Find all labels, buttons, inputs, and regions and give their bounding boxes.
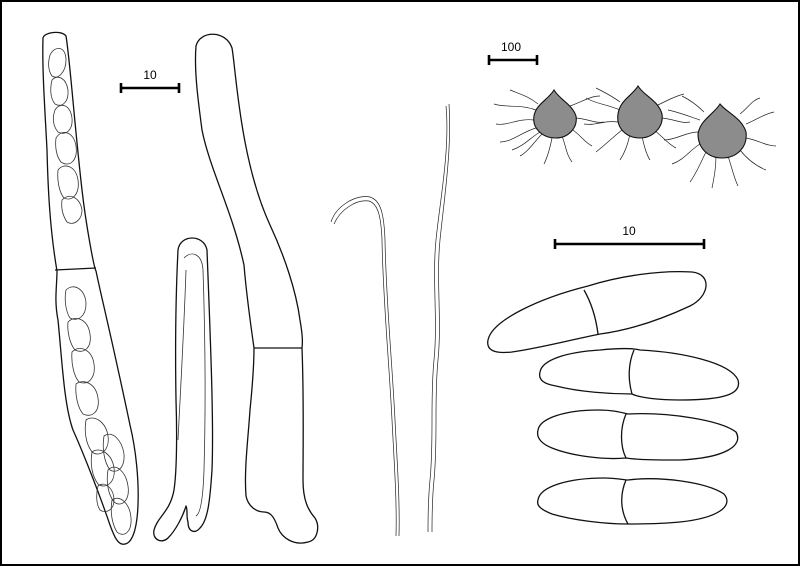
scale-bar-left: 10 bbox=[119, 68, 181, 93]
ascospore-3 bbox=[536, 409, 739, 461]
scale-label-left: 10 bbox=[143, 68, 157, 82]
scale-label-right: 10 bbox=[622, 224, 636, 238]
ascomata-group bbox=[493, 84, 777, 189]
scale-bar-right: 10 bbox=[553, 224, 706, 249]
scale-bar-top-right: 100 bbox=[487, 40, 539, 65]
scale-label-top-right: 100 bbox=[501, 40, 521, 54]
hooked-hair bbox=[330, 196, 400, 537]
ascospore-1 bbox=[487, 270, 707, 354]
ascospore-4 bbox=[536, 477, 728, 525]
paraphysis bbox=[153, 237, 214, 542]
ascoma-1 bbox=[493, 88, 605, 165]
ascus-with-ascospores bbox=[42, 31, 139, 545]
ascospore-2 bbox=[538, 347, 740, 401]
paraphysis-tip bbox=[194, 33, 319, 544]
straight-hair bbox=[427, 103, 451, 533]
ascoma-3 bbox=[663, 95, 777, 189]
ascoma-2 bbox=[583, 84, 691, 161]
